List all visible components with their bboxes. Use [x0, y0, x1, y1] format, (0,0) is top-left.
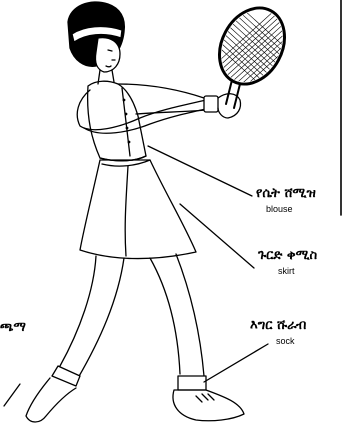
right-leg [150, 254, 204, 376]
skirt-label-amharic: ጉርድ ቀሚስ [258, 248, 317, 263]
skirt-shape [80, 160, 196, 259]
right-sock [178, 376, 206, 390]
sock-label-amharic: እግር ሹራብ [250, 318, 306, 333]
left-leg [60, 256, 124, 378]
skirt-leader [180, 204, 254, 268]
skirt-label-english: skirt [278, 266, 295, 276]
left-arm [77, 90, 206, 130]
skirt-fold [125, 166, 128, 256]
blouse-shape [88, 81, 146, 161]
sock-leader [204, 344, 268, 382]
wristband [204, 96, 218, 112]
left-shoe [26, 378, 76, 422]
left-sock [52, 366, 80, 386]
shoe-laces [196, 394, 214, 402]
racket-head [207, 0, 298, 95]
sock-label-english: sock [276, 336, 295, 346]
waistband [100, 156, 150, 166]
shoe-label-amharic: ጫማ [0, 320, 26, 335]
blouse-label-amharic: የሴት ሸሚዝ [256, 186, 316, 201]
blouse-label-english: blouse [266, 204, 293, 214]
shoe-leader [4, 384, 20, 406]
